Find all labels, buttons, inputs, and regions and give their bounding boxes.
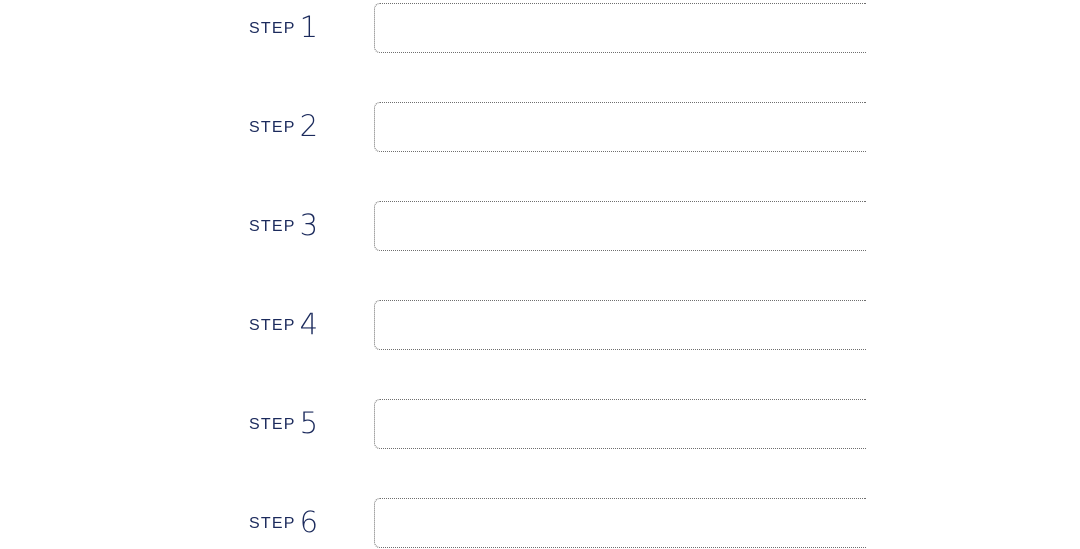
step-word: STEP bbox=[249, 515, 296, 532]
step-row-6: STEP 6 bbox=[0, 497, 1080, 549]
step-number: 3 bbox=[299, 208, 319, 242]
step-label-6: STEP 6 bbox=[249, 497, 318, 549]
step-label-5: STEP 5 bbox=[249, 398, 318, 450]
step-row-2: STEP 2 bbox=[0, 101, 1080, 153]
step-3-input-box[interactable] bbox=[374, 201, 866, 251]
step-5-input-box[interactable] bbox=[374, 399, 866, 449]
step-label-4: STEP 4 bbox=[249, 299, 318, 351]
step-word: STEP bbox=[249, 416, 296, 433]
step-row-3: STEP 3 bbox=[0, 200, 1080, 252]
step-label-3: STEP 3 bbox=[249, 200, 318, 252]
step-number: 2 bbox=[299, 109, 319, 143]
step-4-input-box[interactable] bbox=[374, 300, 866, 350]
step-word: STEP bbox=[249, 218, 296, 235]
step-number: 5 bbox=[299, 406, 319, 440]
step-1-input-box[interactable] bbox=[374, 3, 866, 53]
step-word: STEP bbox=[249, 317, 296, 334]
step-label-1: STEP 1 bbox=[249, 2, 318, 54]
step-word: STEP bbox=[249, 119, 296, 136]
step-number: 1 bbox=[299, 10, 319, 44]
step-label-2: STEP 2 bbox=[249, 101, 318, 153]
step-6-input-box[interactable] bbox=[374, 498, 866, 548]
step-row-5: STEP 5 bbox=[0, 398, 1080, 450]
step-row-4: STEP 4 bbox=[0, 299, 1080, 351]
step-2-input-box[interactable] bbox=[374, 102, 866, 152]
step-row-1: STEP 1 bbox=[0, 2, 1080, 54]
step-number: 6 bbox=[299, 505, 319, 539]
step-word: STEP bbox=[249, 20, 296, 37]
step-number: 4 bbox=[299, 307, 319, 341]
